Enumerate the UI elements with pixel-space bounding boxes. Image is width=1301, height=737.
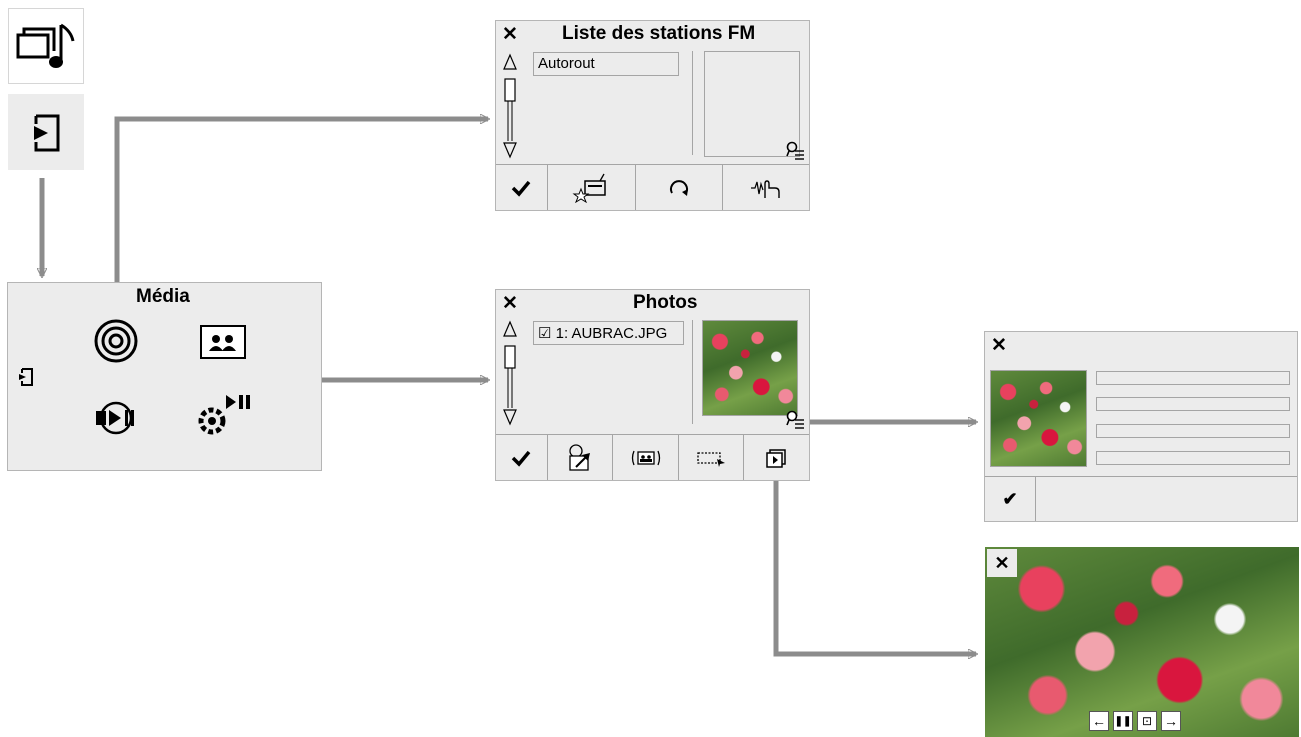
confirm-button[interactable] <box>496 165 548 210</box>
photo-view-icon <box>630 449 662 467</box>
confirm-check-icon <box>511 449 531 467</box>
close-icon: ✕ <box>994 553 1009 574</box>
media-panel-title: Média <box>136 286 190 308</box>
divider <box>692 51 693 155</box>
fm-button-bar <box>496 164 809 210</box>
search-list-icon[interactable] <box>785 141 805 161</box>
arrow-left-icon: ← <box>1092 713 1106 729</box>
arrow-right-icon: → <box>1164 713 1178 729</box>
photo-view-button[interactable] <box>613 435 679 480</box>
info-button-bar: ✔ <box>985 476 1297 521</box>
radio-icon[interactable] <box>90 315 142 367</box>
radio-favorite-icon <box>572 173 610 203</box>
photos-button[interactable] <box>200 325 246 359</box>
photos-panel: ✕ Photos ☑ 1: AUBRAC.JPG <box>495 289 810 481</box>
pause-button[interactable]: ❚❚ <box>1113 711 1133 731</box>
close-icon[interactable]: ✕ <box>502 25 518 44</box>
fm-station-panel: ✕ Liste des stations FM Autorout <box>495 20 810 211</box>
slideshow-icon <box>765 447 789 469</box>
slideshow-viewer: ✕ ← ❚❚ ⊡ → <box>985 547 1299 737</box>
refresh-icon <box>668 177 690 199</box>
photos-icon <box>202 327 244 357</box>
arrow-slideshow-to-viewer <box>776 480 976 654</box>
refresh-button[interactable] <box>636 165 724 210</box>
photos-panel-title: Photos <box>633 292 697 314</box>
close-button[interactable]: ✕ <box>987 549 1017 577</box>
view-mode-button[interactable]: ⊡ <box>1137 711 1157 731</box>
media-panel: Média <box>7 282 322 471</box>
audio-settings-icon <box>749 176 783 200</box>
photo-info-thumbnail <box>990 370 1087 467</box>
close-icon[interactable]: ✕ <box>502 294 518 313</box>
photo-thumbnail <box>702 320 798 416</box>
confirm-check-icon: ✔ <box>1002 489 1017 510</box>
next-button[interactable]: → <box>1161 711 1181 731</box>
info-line <box>1096 397 1290 411</box>
confirm-button[interactable] <box>496 435 548 480</box>
source-input-icon <box>8 94 84 170</box>
radio-favorite-button[interactable] <box>548 165 636 210</box>
divider <box>692 320 693 424</box>
info-line <box>1096 424 1290 438</box>
fm-panel-title: Liste des stations FM <box>562 23 755 45</box>
slideshow-button[interactable] <box>744 435 809 480</box>
arrow-radio-to-fm <box>117 119 488 300</box>
photo-view-icon: ⊡ <box>1142 714 1152 728</box>
photo-list-item[interactable]: ☑ 1: AUBRAC.JPG <box>533 321 684 345</box>
media-music-button[interactable] <box>8 8 84 84</box>
video-icon[interactable] <box>88 398 144 438</box>
info-line <box>1096 451 1290 465</box>
back-arrow-icon[interactable] <box>16 366 38 388</box>
photo-info-panel: ✕ ✔ <box>984 331 1298 522</box>
audio-settings-button[interactable] <box>723 165 809 210</box>
select-icon <box>695 449 727 467</box>
confirm-check-icon <box>511 179 531 197</box>
confirm-button[interactable]: ✔ <box>985 477 1036 521</box>
photo-settings-button[interactable] <box>548 435 614 480</box>
station-list-item[interactable]: Autorout <box>533 52 679 76</box>
select-button[interactable] <box>679 435 745 480</box>
search-list-icon[interactable] <box>785 410 805 430</box>
source-input-button[interactable] <box>8 94 84 170</box>
scrollbar[interactable] <box>502 320 518 428</box>
close-icon[interactable]: ✕ <box>991 336 1007 355</box>
info-line <box>1096 371 1290 385</box>
media-settings-icon[interactable] <box>190 391 256 441</box>
pause-icon: ❚❚ <box>1115 716 1132 727</box>
previous-button[interactable]: ← <box>1089 711 1109 731</box>
photo-settings-icon <box>564 443 596 473</box>
media-music-icon <box>9 9 83 83</box>
photos-button-bar <box>496 434 809 480</box>
slideshow-controls: ← ❚❚ ⊡ → <box>1089 711 1181 731</box>
scrollbar[interactable] <box>502 53 518 161</box>
